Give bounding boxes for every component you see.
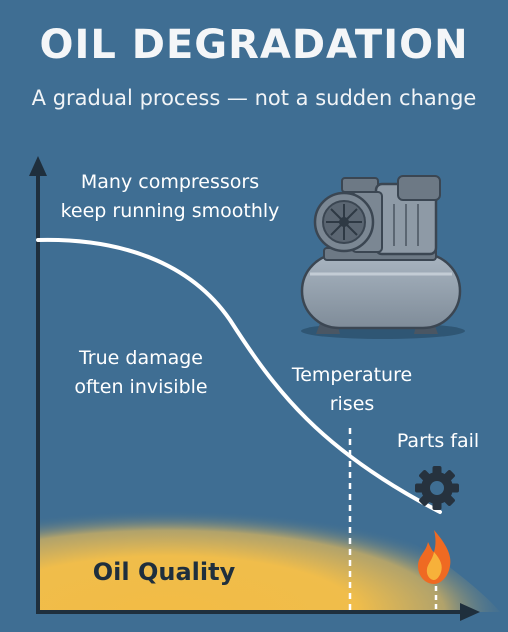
label-temperature-line2: rises (329, 393, 375, 415)
label-running-line2: keep running smoothly (60, 200, 280, 222)
page-title: OIL DEGRADATION (39, 22, 469, 68)
oil-quality-area (38, 476, 500, 612)
label-running-line1: Many compressors (80, 171, 260, 193)
label-damage-line2: often invisible (74, 376, 208, 398)
label-damage-line1: True damage (78, 347, 203, 369)
label-oil-quality: Oil Quality (92, 558, 236, 586)
page-subtitle: A gradual process — not a sudden change (31, 86, 477, 110)
label-running-smoothly: Many compressors keep running smoothly (40, 168, 300, 226)
flame-icon (418, 530, 451, 584)
x-axis-arrow (460, 603, 480, 621)
degradation-curve (36, 237, 442, 514)
compressor-icon (300, 175, 465, 339)
gear-icon (415, 466, 459, 510)
label-true-damage: True damage often invisible (30, 344, 252, 402)
y-axis-arrow (29, 156, 47, 176)
label-parts-fail: Parts fail (396, 430, 480, 452)
label-temperature-rises: Temperature rises (262, 361, 442, 419)
label-temperature-line1: Temperature (291, 364, 413, 386)
